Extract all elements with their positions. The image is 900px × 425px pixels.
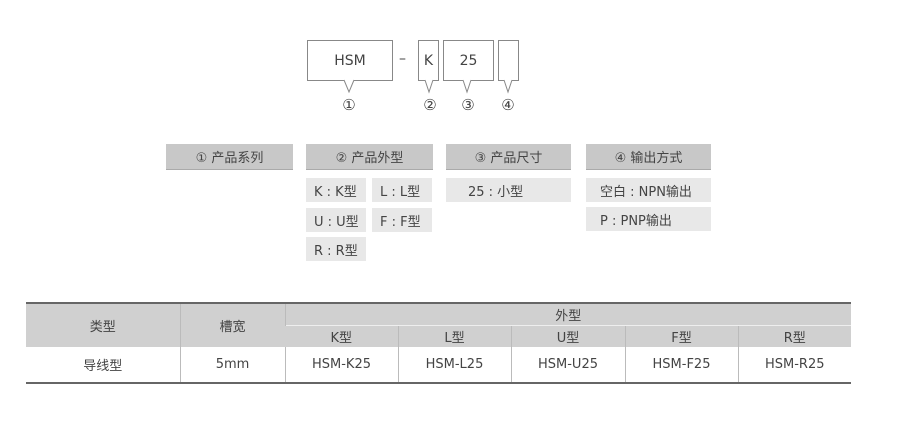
legend-item: U : U型 [306,208,366,232]
header-shape-r: R型 [737,325,851,347]
header-shape-u: U型 [510,325,625,347]
series-box: HSM [307,40,393,81]
legend-header-series: ① 产品系列 [166,144,293,170]
marker-3: ③ [461,96,475,114]
legend-item: F : F型 [372,208,432,232]
legend-item: R : R型 [306,237,366,261]
header-type: 类型 [26,303,180,347]
cell-model: HSM-R25 [737,347,851,383]
legend-header-shape: ② 产品外型 [306,144,433,170]
cell-type: 导线型 [83,359,123,374]
model-table: 类型 槽宽 外型 K型 L型 U型 F型 R型 导线型 5mm HSM-K25 … [26,302,851,384]
header-width: 槽宽 [179,303,285,347]
legend-header-size: ③ 产品尺寸 [446,144,571,170]
header-shape-l: L型 [397,325,511,347]
header-shape-f: F型 [624,325,738,347]
legend-item: K : K型 [306,178,366,202]
legend-header-output: ④ 输出方式 [586,144,711,170]
cell-model: HSM-L25 [397,347,511,383]
marker-4: ④ [501,96,515,114]
table-row: 导线型 5mm HSM-K25 HSM-L25 HSM-U25 HSM-F25 … [26,347,851,383]
cell-width: 5mm [179,347,285,383]
legend-item: P : PNP输出 [586,207,711,231]
cell-model: HSM-F25 [624,347,738,383]
cell-model: HSM-U25 [510,347,625,383]
header-shape: 外型 [284,303,851,326]
marker-1: ① [342,96,356,114]
legend-item: 25 : 小型 [446,178,571,202]
marker-2: ② [423,96,437,114]
pointer-marks [343,79,513,94]
dash: – [399,51,406,67]
header-shape-k: K型 [285,325,398,347]
legend-item: 空白 : NPN输出 [586,178,711,202]
legend-item: L : L型 [372,178,432,202]
cell-model: HSM-K25 [284,347,398,383]
